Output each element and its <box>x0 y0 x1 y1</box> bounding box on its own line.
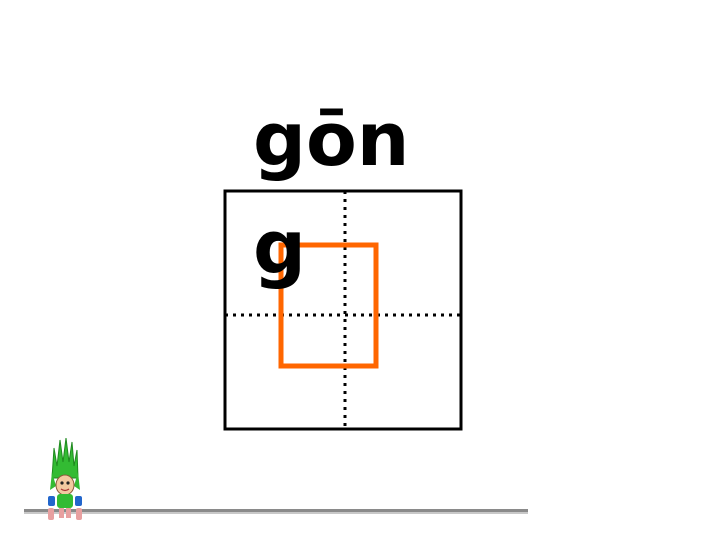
green-haired-cartoon-kid-icon <box>48 438 82 520</box>
highlight-box <box>278 242 379 369</box>
pinyin-label: gōng <box>253 97 410 291</box>
ground-line <box>24 509 528 514</box>
grid-outer-border <box>223 189 463 431</box>
